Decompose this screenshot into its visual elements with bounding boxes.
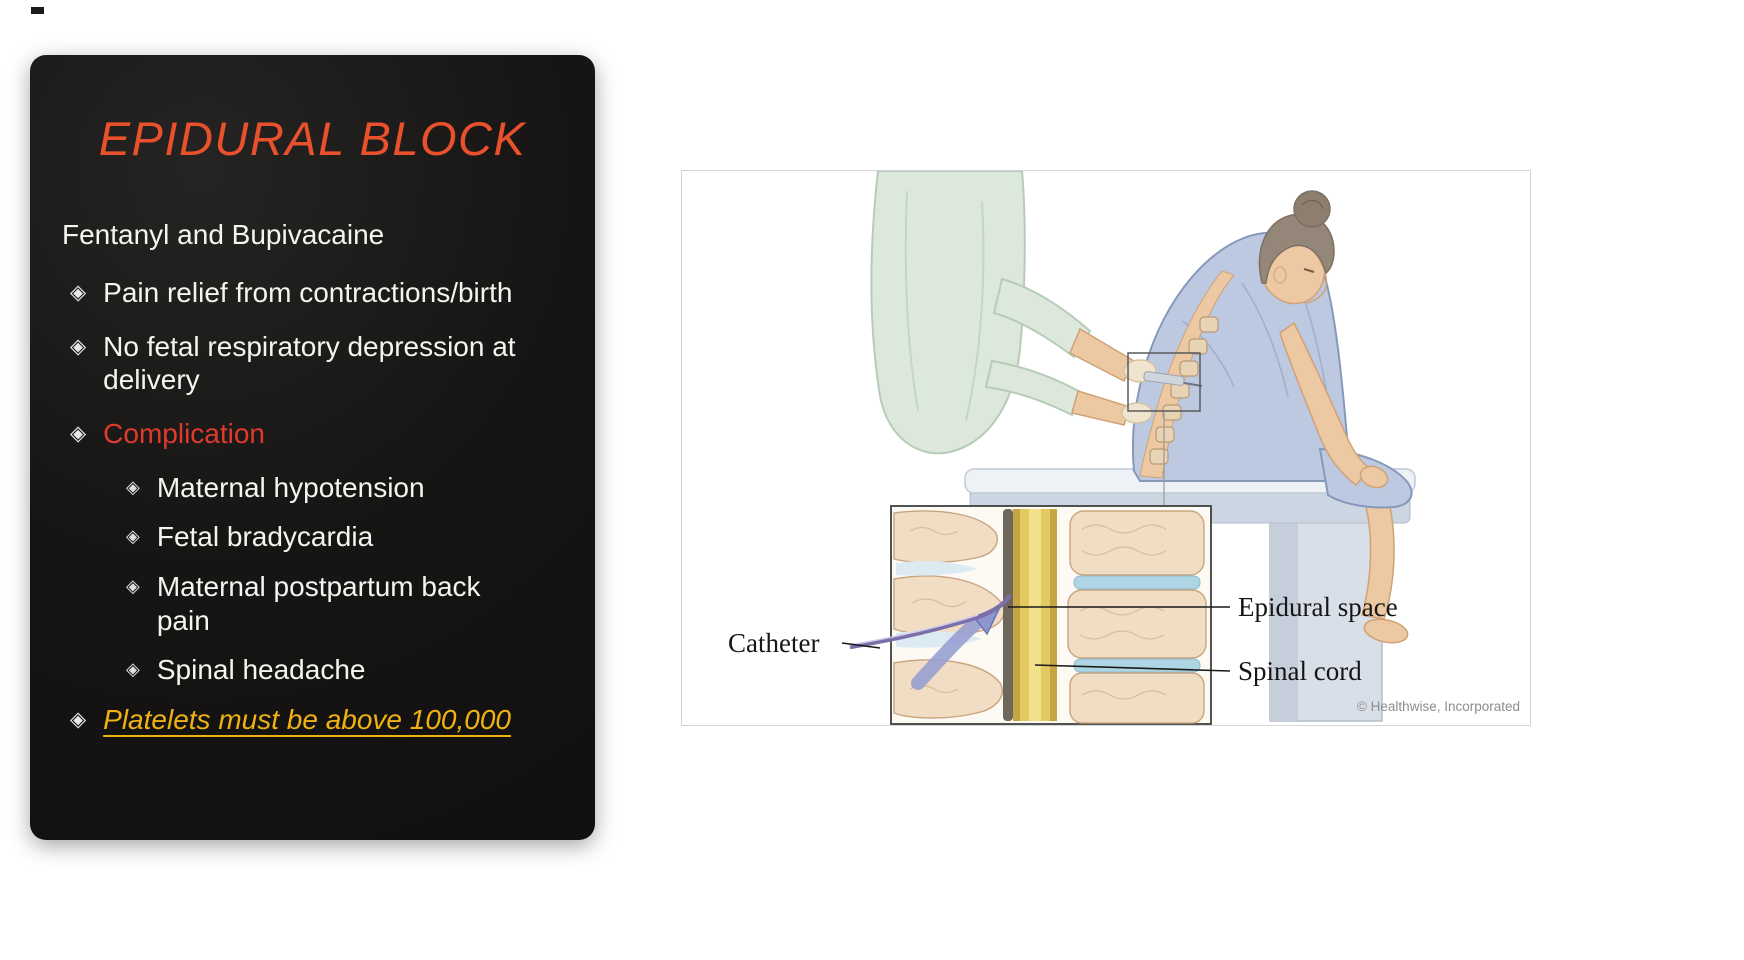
slide-text-panel: EPIDURAL BLOCK Fentanyl and Bupivacaine …	[30, 55, 595, 840]
bullet-text: Maternal hypotension	[156, 471, 425, 503]
diamond-bullet-icon: ◈	[126, 575, 140, 596]
slide-title: EPIDURAL BLOCK	[98, 112, 527, 165]
clinician-figure	[870, 171, 1203, 455]
bullet-item-maternal-hypotension: ◈ Maternal hypotension	[70, 471, 575, 505]
bullet-item-platelets-note: ◈ Platelets must be above 100,000	[70, 703, 575, 737]
bullet-text: Pain relief from contractions/birth	[103, 276, 513, 308]
screenshot-artifact	[31, 7, 44, 14]
epidural-space-strip	[1003, 509, 1013, 721]
catheter-label: Catheter	[728, 628, 819, 658]
diamond-bullet-icon: ◈	[70, 334, 87, 358]
gloved-hand	[1121, 402, 1153, 424]
bullet-item-complication: ◈ Complication	[70, 417, 575, 451]
catheter-tube	[849, 593, 1012, 650]
bullet-text: Spinal headache	[156, 654, 366, 686]
patient-figure	[1131, 190, 1413, 644]
spinal-cord-label: Spinal cord	[1238, 656, 1362, 686]
bullet-item-fetal-bradycardia: ◈ Fetal bradycardia	[70, 520, 575, 554]
spinal-cord-band	[1029, 509, 1041, 721]
diamond-bullet-icon: ◈	[70, 280, 87, 304]
spine-inset	[849, 505, 1212, 725]
bullet-item-pain-relief: ◈ Pain relief from contractions/birth	[70, 276, 575, 310]
bullet-text: Complication	[103, 417, 266, 449]
figure-labels: Catheter Epidural space Spinal cord © He…	[728, 592, 1520, 714]
syringe	[1143, 371, 1203, 387]
bullet-list: ◈ Pain relief from contractions/birth ◈ …	[30, 276, 595, 737]
hair	[1258, 213, 1335, 284]
bullet-text: No fetal respiratory depression at deliv…	[103, 330, 516, 396]
epidural-space-label: Epidural space	[1238, 592, 1398, 622]
diamond-bullet-icon: ◈	[126, 659, 140, 680]
epidural-illustration-svg: Catheter Epidural space Spinal cord © He…	[728, 171, 1520, 725]
bullet-item-no-fetal-depression: ◈ No fetal respiratory depression at del…	[70, 330, 575, 397]
bullet-item-spinal-headache: ◈ Spinal headache	[70, 653, 575, 687]
intro-text: Fentanyl and Bupivacaine	[62, 219, 385, 250]
diamond-bullet-icon: ◈	[126, 526, 140, 547]
spine-vertebrae	[1149, 316, 1219, 465]
credit-text: © Healthwise, Incorporated	[1357, 699, 1520, 714]
bullet-text: Fetal bradycardia	[156, 521, 374, 553]
diamond-bullet-icon: ◈	[126, 476, 140, 497]
bullet-text: Maternal postpartum back pain	[156, 570, 481, 636]
bullet-text: Platelets must be above 100,000	[103, 703, 511, 735]
diamond-bullet-icon: ◈	[70, 421, 87, 445]
diamond-bullet-icon: ◈	[70, 707, 87, 731]
hair-bun	[1293, 190, 1331, 228]
epidural-figure: Catheter Epidural space Spinal cord © He…	[681, 170, 1531, 726]
bullet-item-postpartum-back-pain: ◈ Maternal postpartum back pain	[70, 570, 575, 637]
injection-site-box	[1127, 352, 1201, 412]
